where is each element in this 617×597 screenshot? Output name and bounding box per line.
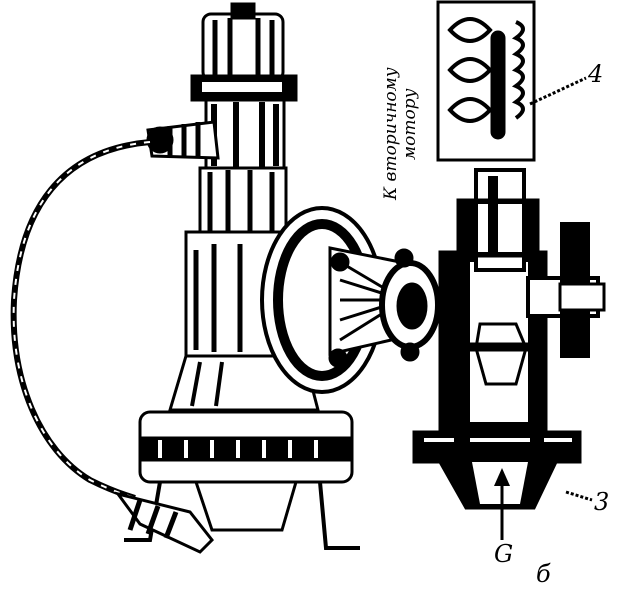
label-view-letter: б xyxy=(536,560,551,588)
bolt xyxy=(394,248,414,268)
upper-body xyxy=(204,98,286,172)
lower-flange xyxy=(412,430,582,464)
support-leg xyxy=(318,481,360,550)
label-part-3: 3 xyxy=(594,488,610,516)
device-section-view xyxy=(412,0,606,540)
bolt xyxy=(330,252,350,272)
base-band xyxy=(138,436,354,462)
label-flow-letter: G xyxy=(494,540,514,568)
support-leg-left xyxy=(124,481,162,542)
cable xyxy=(10,139,151,501)
device-external-view xyxy=(10,2,441,554)
note-line-1: К вторичному xyxy=(381,67,401,200)
note-secondary-motor: К вторичному мотору xyxy=(381,67,420,200)
label-part-4: 4 xyxy=(588,60,604,88)
bolt xyxy=(328,348,348,368)
bottom-cone xyxy=(193,480,298,532)
top-knob xyxy=(230,2,256,20)
bolt xyxy=(400,342,420,362)
cable-fitting xyxy=(114,491,215,554)
inner-valve xyxy=(474,322,528,386)
leader-3 xyxy=(565,490,593,502)
slot xyxy=(490,30,506,140)
leader-4 xyxy=(529,76,587,106)
note-line-2: мотору xyxy=(400,88,420,160)
